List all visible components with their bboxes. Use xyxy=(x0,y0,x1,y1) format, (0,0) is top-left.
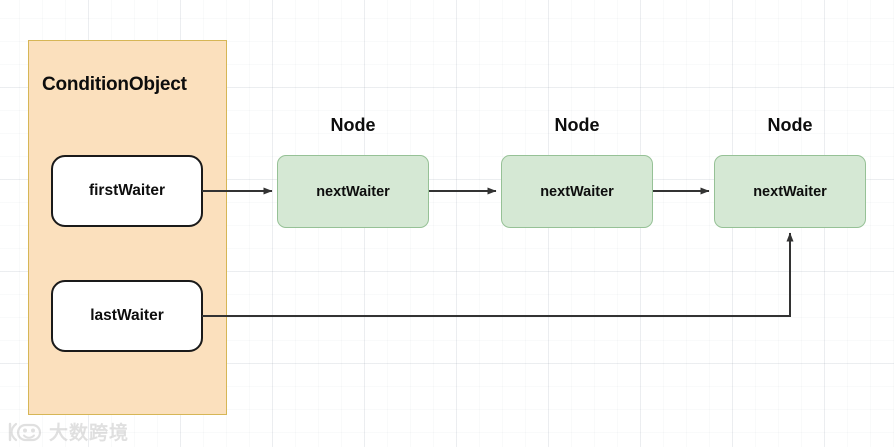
watermark: 大数跨境 xyxy=(8,418,129,445)
edge-lastwaiter-to-node3 xyxy=(202,232,794,317)
watermark-text: 大数跨境 xyxy=(49,422,130,444)
node-header-2: Node xyxy=(554,115,600,135)
node-header-3: Node xyxy=(767,115,813,135)
last-waiter-box[interactable]: lastWaiter xyxy=(51,280,203,352)
condition-object-container xyxy=(28,40,227,415)
node-box-2[interactable]: nextWaiter xyxy=(501,155,653,228)
camera-smiley-logo-icon xyxy=(8,422,42,441)
node-box-3[interactable]: nextWaiter xyxy=(714,155,866,228)
condition-object-title: ConditionObject xyxy=(42,74,187,95)
node-box-1[interactable]: nextWaiter xyxy=(277,155,429,228)
first-waiter-box[interactable]: firstWaiter xyxy=(51,155,203,227)
node-header-1: Node xyxy=(330,115,376,135)
